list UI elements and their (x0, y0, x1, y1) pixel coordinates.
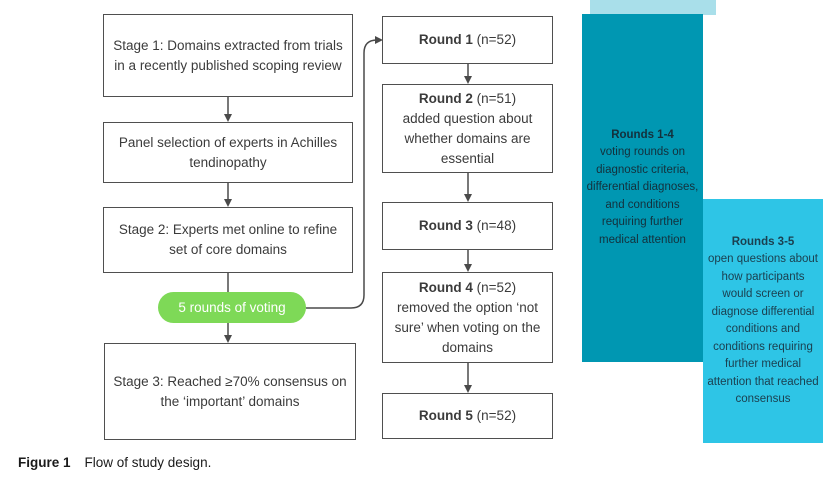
round4-n: (n=52) (476, 279, 517, 295)
round2-title-line: Round 2 (n=51) (419, 89, 516, 109)
arrow-head (224, 114, 232, 122)
round3-title: Round 3 (418, 218, 473, 233)
round1-n: (n=52) (476, 32, 517, 47)
panel-selection-box: Panel selection of experts in Achilles t… (103, 122, 353, 183)
round3-box: Round 3 (n=48) (382, 202, 553, 250)
rounds-1-4-note: Rounds 1-4 voting rounds on diagnostic c… (582, 14, 703, 362)
rounds-3-5-note-title: Rounds 3-5 (731, 235, 795, 248)
arrow-head (464, 76, 472, 84)
round2-box: Round 2 (n=51) added question about whet… (382, 84, 553, 173)
round2-title: Round 2 (418, 90, 473, 106)
stage1-box: Stage 1: Domains extracted from trials i… (103, 14, 353, 97)
stage3-text: Stage 3: Reached ≥70% consensus on the ‘… (113, 373, 347, 409)
figure-caption-label: Figure 1 (18, 455, 71, 470)
stage2-box: Stage 2: Experts met online to refine se… (103, 207, 353, 273)
stage3-box: Stage 3: Reached ≥70% consensus on the ‘… (104, 343, 356, 440)
arrow-head (375, 36, 383, 44)
round4-note: removed the option ‘not sure’ when votin… (394, 299, 541, 355)
round5-box: Round 5 (n=52) (382, 393, 553, 439)
arrow-head (464, 385, 472, 393)
voting-rounds-pill: 5 rounds of voting (158, 292, 306, 323)
rounds-3-5-note-text: open questions about how participants wo… (707, 253, 819, 405)
arrow-head (224, 199, 232, 207)
arrow-head (464, 194, 472, 202)
stage1-text: Stage 1: Domains extracted from trials i… (113, 37, 343, 73)
round2-n: (n=51) (476, 90, 517, 106)
round5-title: Round 5 (418, 408, 473, 423)
figure-caption: Figure 1 Flow of study design. (18, 455, 211, 470)
panel-selection-text: Panel selection of experts in Achilles t… (118, 134, 338, 170)
round4-title: Round 4 (418, 279, 473, 295)
round4-box: Round 4 (n=52) removed the option ‘not s… (382, 272, 553, 363)
round4-title-line: Round 4 (n=52) (419, 278, 516, 298)
stage2-text: Stage 2: Experts met online to refine se… (118, 222, 338, 257)
figure-caption-text: Flow of study design. (84, 455, 212, 470)
round5-title-line: Round 5 (n=52) (419, 406, 516, 426)
flow-arrowheads (224, 36, 472, 393)
round1-title-line: Round 1 (n=52) (419, 30, 516, 50)
round2-note: added question about whether domains are… (402, 110, 533, 166)
voting-rounds-pill-label: 5 rounds of voting (178, 300, 286, 315)
rounds-1-4-note-halo (590, 0, 716, 15)
rounds-1-4-note-text: voting rounds on diagnostic criteria, di… (586, 146, 699, 246)
arrow-head (464, 264, 472, 272)
round3-n: (n=48) (476, 218, 517, 233)
round3-title-line: Round 3 (n=48) (419, 216, 516, 236)
pill-to-round1-connector (306, 39, 379, 309)
rounds-3-5-note: Rounds 3-5 open questions about how part… (703, 199, 823, 443)
round1-title: Round 1 (418, 32, 473, 47)
arrow-head (224, 335, 232, 343)
rounds-1-4-note-title: Rounds 1-4 (611, 128, 674, 141)
round1-box: Round 1 (n=52) (382, 16, 553, 64)
round5-n: (n=52) (476, 408, 517, 423)
